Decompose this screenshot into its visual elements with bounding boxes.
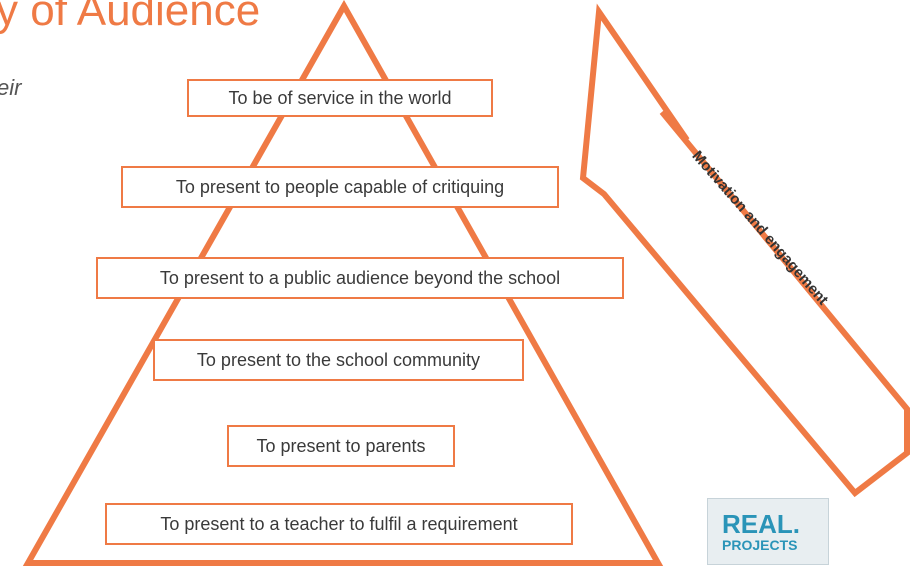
pyramid-level-1: To be of service in the world — [187, 79, 493, 117]
slide-title: y of Audience — [0, 0, 261, 35]
pyramid-level-4: To present to the school community — [153, 339, 524, 381]
side-note-text: eir — [0, 75, 22, 100]
real-projects-logo: REAL. PROJECTS — [707, 498, 829, 565]
motivation-arrow-outline — [579, 3, 910, 498]
pyramid-level-5: To present to parents — [227, 425, 455, 467]
logo-text-line2: PROJECTS — [722, 536, 798, 553]
pyramid-level-2: To present to people capable of critiqui… — [121, 166, 559, 208]
pyramid-level-3: To present to a public audience beyond t… — [96, 257, 624, 299]
logo-text-line1: REAL. — [722, 508, 800, 539]
pyramid-level-6: To present to a teacher to fulfil a requ… — [105, 503, 573, 545]
